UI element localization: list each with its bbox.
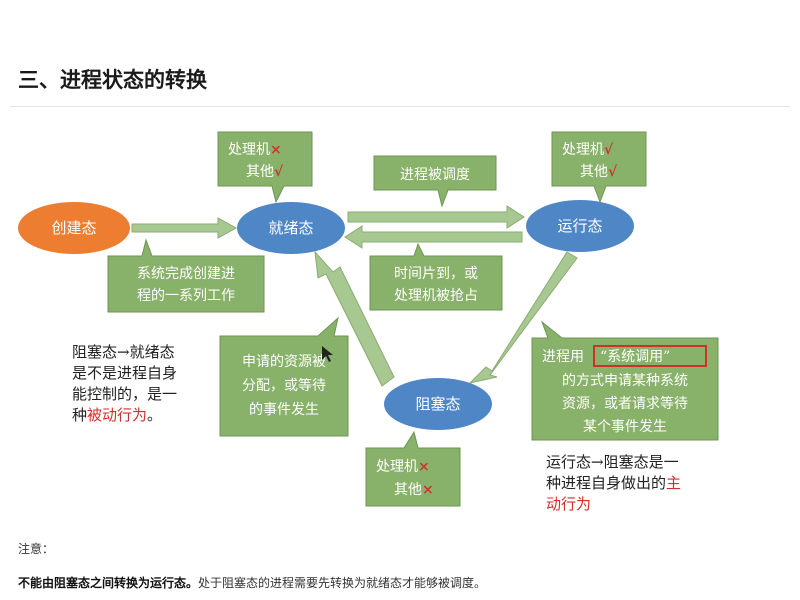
- timeout-line2: 处理机被抢占: [394, 287, 478, 304]
- svg-text:进程用: 进程用: [542, 349, 584, 365]
- arrow-ready-to-running: [347, 205, 525, 229]
- running-to-blocked-line3: 资源，或者请求等待: [562, 395, 688, 412]
- ready-processor-mark: ×: [270, 142, 282, 158]
- running-to-blocked-line1a: 进程用: [542, 349, 584, 365]
- blocked-other-mark: ×: [422, 482, 434, 498]
- running-to-blocked-line1b: “系统调用”: [600, 349, 670, 365]
- scheduled-label: 进程被调度: [400, 167, 470, 183]
- callout-timeout: 时间片到，或 处理机被抢占: [369, 242, 503, 311]
- callout-blocked-resources: 处理机× 其他×: [365, 430, 461, 507]
- active-behavior-text-b: 动行为: [546, 495, 592, 513]
- passive-behavior-text: 被动行为: [87, 406, 148, 424]
- footer-rest-text: 处于阻塞态的进程需要先转换为就绪态才能够被调度。: [198, 576, 487, 590]
- arrow-running-to-blocked: [468, 251, 578, 384]
- callout-scheduled: 进程被调度: [373, 155, 497, 208]
- svg-text:处理机√: 处理机√: [562, 142, 614, 158]
- node-running-label: 运行态: [557, 217, 602, 235]
- note-left-line4a: 种: [72, 406, 88, 424]
- blocked-to-ready-line3: 的事件发生: [249, 402, 319, 418]
- svg-text:处理机×: 处理机×: [228, 142, 282, 158]
- node-create: [18, 202, 130, 254]
- note-blocked-to-ready: 阻塞态→就绪态 是不是进程自身 能控制的，是一 种被动行为。: [72, 342, 222, 426]
- arrow-blocked-to-ready: [314, 250, 395, 387]
- system-call-highlight: [593, 345, 707, 367]
- active-behavior-text-a: 主: [666, 474, 682, 492]
- callout-create-to-ready: 系统完成创建进 程的一系列工作: [107, 238, 265, 313]
- blocked-to-ready-line2: 分配，或等待: [242, 377, 326, 394]
- callout-running-resources: 处理机√ 其他√: [551, 131, 647, 204]
- footer-note-label: 注意：: [18, 542, 55, 556]
- svg-text:其他×: 其他×: [394, 482, 434, 498]
- node-ready-label: 就绪态: [268, 219, 313, 237]
- footer-note: 不能由阻塞态之间转换为运行态。处于阻塞态的进程需要先转换为就绪态才能够被调度。: [18, 574, 486, 591]
- svg-text:其他√: 其他√: [580, 164, 618, 180]
- note-running-to-blocked: 运行态→阻塞态是一 种进程自身做出的主 动行为: [546, 452, 736, 515]
- title-divider: [10, 106, 790, 107]
- note-right-line2a: 种进程自身做出的: [546, 474, 667, 492]
- callout-blocked-to-ready: 申请的资源被 分配，或等待 的事件发生: [219, 316, 349, 437]
- note-left-line1: 阻塞态→就绪态: [72, 343, 175, 361]
- note-left-line2: 是不是进程自身: [72, 364, 178, 382]
- running-to-blocked-line4: 某个事件发生: [583, 419, 667, 435]
- svg-text:其他√: 其他√: [246, 164, 284, 180]
- svg-text:“系统调用”: “系统调用”: [600, 349, 670, 365]
- note-left-line4c: 。: [147, 406, 163, 424]
- callout-ready-resources: 处理机× 其他√: [217, 131, 313, 204]
- node-blocked-label: 阻塞态: [415, 395, 460, 413]
- mouse-cursor-icon: [322, 346, 333, 362]
- footer-bold-text: 不能由阻塞态之间转换为运行态。: [18, 576, 199, 590]
- running-other-label: 其他: [580, 164, 608, 180]
- node-ready: [237, 202, 345, 254]
- node-create-label: 创建态: [51, 219, 96, 237]
- node-running: [526, 200, 634, 252]
- create-to-ready-line2: 程的一系列工作: [137, 288, 235, 304]
- ready-processor-label: 处理机: [228, 142, 270, 158]
- timeout-line1: 时间片到，或: [394, 266, 478, 282]
- running-other-mark: √: [608, 164, 618, 180]
- blocked-to-ready-line1: 申请的资源被: [242, 354, 326, 370]
- page-title: 三、进程状态的转换: [18, 68, 207, 92]
- node-blocked: [384, 378, 492, 430]
- ready-other-label: 其他: [246, 164, 274, 180]
- ready-other-mark: √: [274, 164, 284, 180]
- blocked-processor-mark: ×: [418, 459, 430, 475]
- create-to-ready-line1: 系统完成创建进: [137, 266, 235, 282]
- note-right-line1: 运行态→阻塞态是一: [546, 453, 679, 471]
- arrow-running-to-ready: [344, 225, 523, 249]
- arrow-create-to-ready: [131, 217, 238, 239]
- callout-running-to-blocked: 进程用 “系统调用” 的方式申请某种系统 资源，或者请求等待 某个事件发生: [531, 320, 719, 441]
- running-processor-label: 处理机: [562, 142, 604, 158]
- note-left-line3: 能控制的，是一: [72, 385, 178, 403]
- blocked-processor-label: 处理机: [376, 459, 418, 475]
- running-processor-mark: √: [604, 142, 614, 158]
- running-to-blocked-line2: 的方式申请某种系统: [562, 373, 688, 389]
- blocked-other-label: 其他: [394, 482, 422, 498]
- svg-text:处理机×: 处理机×: [376, 459, 430, 475]
